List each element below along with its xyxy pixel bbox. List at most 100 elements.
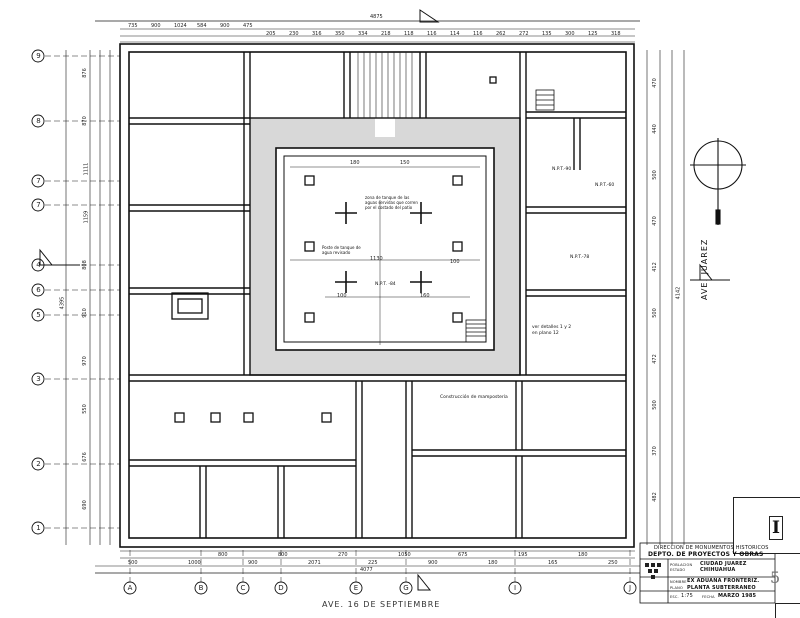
dimension-label: 900 (248, 560, 258, 566)
dimension-label: 370 (651, 446, 658, 456)
note-tank-zone: zona de tanque de las aguas servidas que… (365, 195, 418, 210)
dimension-label: 475 (243, 23, 253, 29)
axis-row-label: 4 (36, 261, 41, 269)
label-poblacion: POBLACION (670, 563, 693, 567)
dimension-label: 1024 (174, 23, 187, 29)
label-estado: ESTADO (670, 568, 686, 572)
axis-col-label: I (513, 584, 517, 592)
org-line-2: DEPTO. DE PROYECTOS Y OBRAS (648, 551, 764, 558)
dimension-label: 125 (588, 31, 598, 37)
dimension-label: 876 (81, 68, 88, 78)
dimension-label: 4395 (59, 296, 66, 310)
dimension-label: 800 (278, 552, 288, 558)
dimension-label: 180 (578, 552, 588, 558)
label-nombre: NOMBRE (670, 580, 687, 584)
dimension-label: 116 (473, 31, 483, 37)
dimension-label: 735 (128, 23, 138, 29)
axis-row-label: 2 (36, 460, 41, 468)
label-plano: PLANO (670, 586, 683, 590)
level-mark-east-2: N.P.T.-78 (570, 255, 590, 260)
dimension-label: 500 (651, 308, 658, 318)
plan-name: PLANTA SUBTERRANEO (687, 585, 756, 591)
dimension-label: 470 (651, 78, 658, 88)
dimension-label: 440 (651, 124, 658, 134)
axis-col-label: E (353, 584, 359, 592)
dimension-label: 270 (338, 552, 348, 558)
dimension-label: 900 (151, 23, 161, 29)
dimension-label: 272 (519, 31, 529, 37)
dimension-label: 690 (81, 500, 88, 510)
axis-col-label: G (403, 584, 409, 592)
dimension-label: 800 (218, 552, 228, 558)
dimension-label: 412 (651, 262, 658, 272)
dimension-label: 676 (81, 452, 88, 462)
street-label-right: AVE. JUAREZ (700, 238, 709, 300)
title-block: DIRECCION DE MONUMENTOS HISTORICOS DEPTO… (632, 543, 782, 603)
dimension-label: 135 (542, 31, 552, 37)
axis-row-label: 9 (36, 52, 41, 60)
dimension-label: 870 (81, 116, 88, 126)
dimension-label: 4875 (370, 14, 383, 20)
dimension-label: 116 (427, 31, 437, 37)
label-date: FECHA (702, 595, 715, 599)
dimension-label: 910 (81, 308, 88, 318)
dimension-label: 1159 (83, 210, 90, 224)
dimension-label: 195 (518, 552, 528, 558)
axis-col-label: D (278, 584, 284, 592)
dimension-label: 300 (565, 31, 575, 37)
axis-row-label: 8 (36, 117, 41, 125)
dimension-label: 100 (450, 259, 460, 265)
dimension-label: 675 (458, 552, 468, 558)
corner-strip (775, 603, 800, 618)
note-masonry: Construcción de mampostería (440, 395, 508, 400)
scale-value: 1:75 (681, 593, 694, 599)
level-mark-east-1: N.P.T.-60 (595, 183, 615, 188)
sheet-frame (733, 497, 800, 554)
dimension-label: 584 (197, 23, 207, 29)
dimension-label: 900 (428, 560, 438, 566)
axis-row-label: 1 (36, 524, 41, 532)
date-value: MARZO 1985 (718, 593, 757, 599)
dimension-label: 318 (611, 31, 621, 37)
dimension-label: 970 (81, 356, 88, 366)
axis-row-label: 6 (36, 286, 41, 294)
dimension-label: 500 (128, 560, 138, 566)
dimension-label: 550 (81, 404, 88, 414)
axis-col-label: J (628, 584, 632, 592)
level-mark-courtyard: N.P.T. -84 (375, 282, 396, 287)
state-value: CHIHUAHUA (700, 567, 736, 573)
dimension-label: 2071 (308, 560, 321, 566)
dimension-label: 180 (488, 560, 498, 566)
axis-col-label: A (127, 584, 133, 592)
dimension-label: 160 (420, 293, 430, 299)
label-scale: ESC. (670, 595, 679, 599)
axis-row-label: 5 (36, 311, 41, 319)
city-value: CIUDAD JUAREZ (700, 561, 747, 567)
dimension-label: 100 (337, 293, 347, 299)
dimension-label: 470 (651, 216, 658, 226)
level-mark-east-3: N.P.T.-90 (552, 167, 572, 172)
axis-row-label: 3 (36, 375, 41, 383)
axis-col-label: B (198, 584, 204, 592)
axis-col-label: C (240, 584, 246, 592)
dimension-label: 165 (548, 560, 558, 566)
dimension-label: 482 (651, 492, 658, 502)
dimension-label: 1000 (188, 560, 201, 566)
note-details: ver detalles 1 y 2 en plano 12 (532, 325, 572, 336)
building-name: EX ADUANA FRONTERIZ. (687, 578, 760, 584)
dimension-label: 180 (350, 160, 360, 166)
dimension-label: 205 (266, 31, 276, 37)
dimension-label: 4077 (360, 567, 373, 573)
street-label-bottom: AVE. 16 DE SEPTIEMBRE (322, 600, 441, 609)
sheet-handwritten-mark: 5 (770, 568, 781, 587)
dimension-label: 4142 (675, 286, 682, 300)
dimension-label: 500 (651, 170, 658, 180)
dimension-label: 250 (608, 560, 618, 566)
dimension-label: 1111 (83, 162, 90, 176)
dimension-label: 900 (220, 23, 230, 29)
dimension-label: 218 (381, 31, 391, 37)
axis-row-label: 7 (36, 177, 41, 185)
dimension-label: 1050 (398, 552, 411, 558)
note-post: Poste de tanque de agua revisado (322, 245, 361, 255)
